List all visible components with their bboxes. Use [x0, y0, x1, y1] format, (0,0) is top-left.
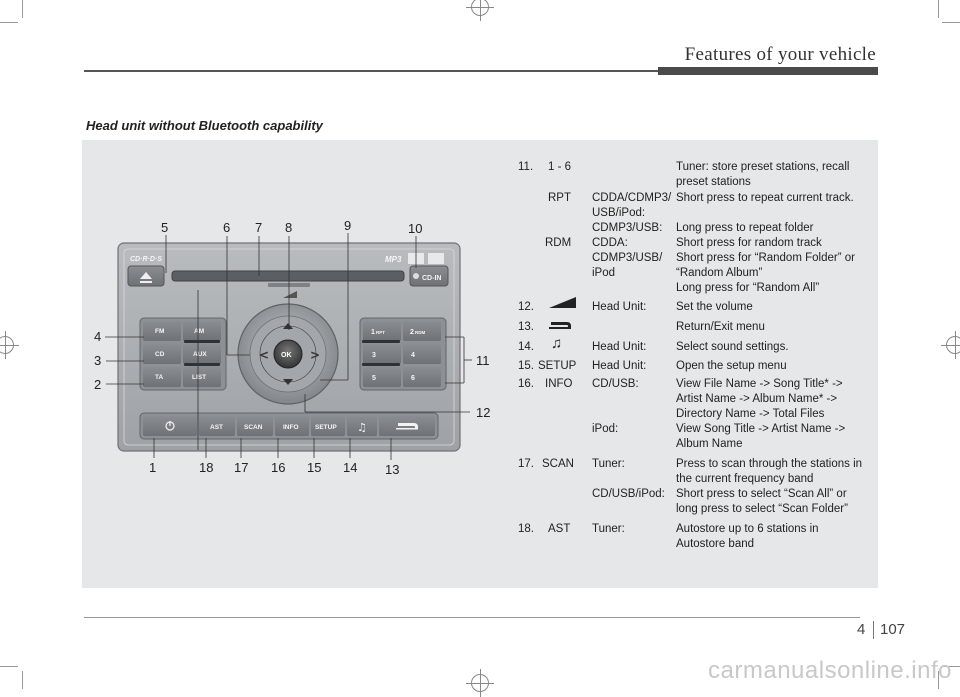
callout-13: 13 [385, 462, 400, 477]
item-15-num: 15. [518, 360, 534, 372]
item-11-num: 11. [518, 161, 534, 173]
item-14-source: Head Unit: [592, 341, 647, 353]
volume-icon [549, 297, 576, 308]
crop-mark [942, 22, 960, 23]
callout-16: 16 [271, 460, 286, 475]
item-12-source: Head Unit: [592, 301, 647, 313]
item-11-desc: preset stations [676, 176, 751, 188]
rdm-key: RDM [545, 237, 572, 249]
callout-8: 8 [285, 220, 293, 235]
crop-mark [0, 22, 18, 23]
item-18-num: 18. [518, 523, 534, 535]
item-11-key: 1 - 6 [548, 161, 572, 173]
item-15-desc: Open the setup menu [676, 360, 787, 372]
footer-rule [84, 617, 860, 618]
crop-mark [0, 666, 18, 667]
item-17-key: SCAN [542, 458, 574, 470]
callout-18: 18 [199, 460, 214, 475]
rpt-desc: Short press to repeat current track. [676, 192, 854, 204]
item-17-desc: Press to scan through the stations in [676, 458, 863, 470]
callout-14: 14 [343, 460, 358, 475]
item-16b-desc: Album Name [676, 438, 743, 450]
callout-2: 2 [94, 377, 102, 392]
rpt2-desc: Long press to repeat folder [676, 222, 814, 234]
callout-11: 11 [476, 353, 490, 368]
item-16b-source: iPod: [592, 423, 619, 435]
item-17b-desc: Short press to select “Scan All” or [676, 488, 847, 500]
rdm-source: CDDA: [592, 237, 628, 249]
crop-mark [942, 666, 960, 667]
header-rule [84, 70, 658, 72]
callout-1: 1 [149, 460, 157, 475]
rdm2-source: iPod [592, 267, 616, 279]
header-bar [658, 67, 878, 75]
callout-5: 5 [161, 220, 169, 235]
item-18-desc: Autostore up to 6 stations in [676, 523, 819, 535]
item-11-desc: Tuner: store preset stations, recall [676, 161, 850, 173]
registration-mark [466, 0, 494, 21]
item-12-num: 12. [518, 301, 534, 313]
callout-9: 9 [344, 218, 352, 233]
item-18-desc: Autostore band [676, 538, 755, 550]
item-13-desc: Return/Exit menu [676, 321, 765, 333]
page-number: 107 [880, 621, 906, 638]
item-17b-desc: long press to select “Scan Folder” [676, 503, 848, 515]
rdm2-source: CDMP3/USB/ [592, 252, 663, 264]
item-17-desc: the current frequency band [676, 473, 814, 485]
rdm-desc: Short press for random track [676, 237, 822, 249]
callout-15: 15 [307, 460, 322, 475]
item-16-num: 16. [518, 378, 534, 390]
item-14-num: 14. [518, 341, 534, 353]
item-18-source: Tuner: [592, 523, 625, 535]
callout-4: 4 [94, 329, 102, 344]
item-16-desc: Directory Name -> Total Files [676, 408, 825, 420]
item-15-source: Head Unit: [592, 360, 647, 372]
item-17-source: Tuner: [592, 458, 625, 470]
rdm2-desc: Short press for “Random Folder” or [676, 252, 855, 264]
item-17-num: 17. [518, 458, 534, 470]
item-14-desc: Select sound settings. [676, 341, 789, 353]
chapter-number: 4 [857, 621, 866, 638]
registration-mark [0, 331, 19, 359]
item-13-num: 13. [518, 321, 534, 333]
page-header-title: Features of your vehicle [684, 44, 876, 65]
item-16b-desc: View Song Title -> Artist Name -> [676, 423, 846, 435]
callout-12: 12 [476, 405, 491, 420]
rdm2-desc: Long press for “Random All” [676, 282, 820, 294]
crop-mark [22, 0, 23, 18]
callout-10: 10 [408, 221, 423, 236]
item-18-key: AST [548, 523, 571, 535]
registration-mark [466, 669, 494, 697]
item-16-source: CD/USB: [592, 378, 639, 390]
return-icon [549, 322, 571, 329]
watermark: carmanualsonline.info [708, 657, 952, 684]
item-16-desc: Artist Name -> Album Name* -> [676, 393, 838, 405]
rpt-source: USB/iPod: [592, 207, 646, 219]
item-15-key: SETUP [538, 360, 577, 372]
item-17b-source: CD/USB/iPod: [592, 488, 665, 500]
item-12-desc: Set the volume [676, 301, 753, 313]
callout-3: 3 [94, 353, 102, 368]
callout-6: 6 [223, 220, 231, 235]
item-16-key: INFO [545, 378, 573, 390]
rpt-key: RPT [548, 192, 571, 204]
item-16-desc: View File Name -> Song Title* -> [676, 378, 843, 390]
crop-mark [938, 671, 939, 689]
section-title: Head unit without Bluetooth capability [86, 118, 323, 133]
rpt2-source: CDMP3/USB: [592, 222, 663, 234]
callout-7: 7 [255, 220, 263, 235]
registration-mark [941, 331, 960, 359]
rpt-source: CDDA/CDMP3/ [592, 192, 672, 204]
callout-17: 17 [234, 460, 249, 475]
music-note-icon: ♫ [551, 335, 563, 352]
rdm2-desc: “Random Album” [676, 267, 763, 279]
crop-mark [938, 0, 939, 18]
page-separator [873, 621, 874, 639]
crop-mark [22, 671, 23, 689]
